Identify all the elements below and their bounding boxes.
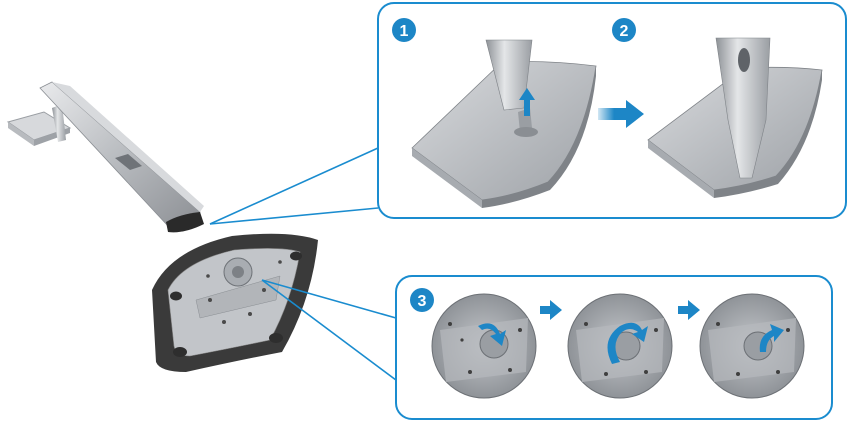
arrow-step-3a	[540, 300, 562, 320]
step-3-detail-rotate-handle	[567, 293, 673, 399]
callout-lines-top	[209, 147, 379, 225]
step-3-badge: 3	[410, 288, 434, 312]
arrow-step-3b	[678, 300, 700, 320]
step-2-badge: 2	[612, 18, 636, 42]
stand-base	[152, 233, 318, 372]
step-1-number: 1	[400, 23, 409, 40]
arrow-step-1-to-2	[598, 100, 644, 128]
step-1-illustration	[411, 39, 597, 208]
step-1-badge: 1	[392, 18, 416, 42]
stand-riser	[6, 81, 204, 233]
callout-lines-bottom	[261, 279, 405, 387]
step-3-detail-lift-handle	[431, 293, 537, 399]
step-2-illustration	[647, 37, 823, 198]
step-3-detail-fold-handle	[699, 293, 805, 399]
step-2-number: 2	[620, 23, 629, 40]
step-3-number: 3	[418, 293, 427, 310]
